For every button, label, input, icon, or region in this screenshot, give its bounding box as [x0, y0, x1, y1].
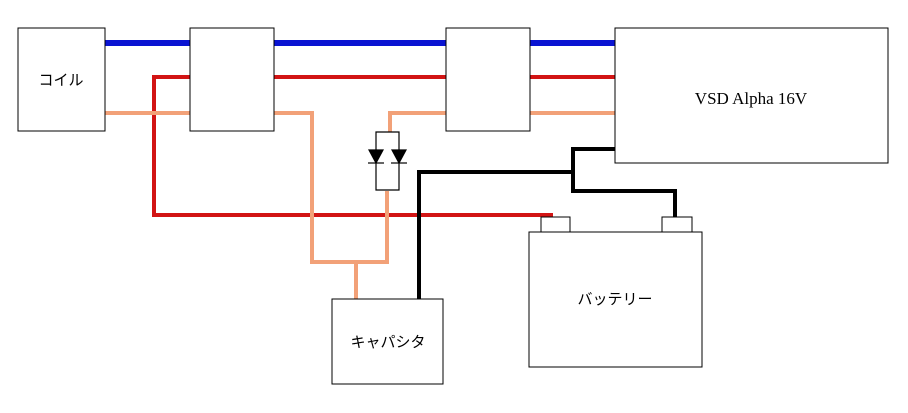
coil-label: コイル	[38, 71, 83, 89]
battery: バッテリー	[528, 216, 703, 368]
connector-box-1	[189, 27, 275, 132]
red-wire	[152, 75, 615, 217]
battery-terminal-positive	[661, 216, 693, 233]
black-wire	[417, 147, 677, 299]
battery-terminal-negative	[540, 216, 571, 233]
vsd-box: VSD Alpha 16V	[614, 27, 889, 164]
diode-pair	[367, 131, 408, 191]
vsd-label: VSD Alpha 16V	[695, 89, 808, 108]
capacitor-box: キャパシタ	[331, 298, 444, 385]
orange-wire	[105, 111, 615, 300]
connector-box-2	[445, 27, 531, 132]
battery-body	[528, 231, 703, 368]
capacitor-label: キャパシタ	[350, 333, 425, 351]
diode-left	[367, 149, 385, 165]
coil-box: コイル	[17, 27, 106, 132]
battery-label: バッテリー	[577, 290, 652, 308]
diode-right	[390, 149, 408, 165]
